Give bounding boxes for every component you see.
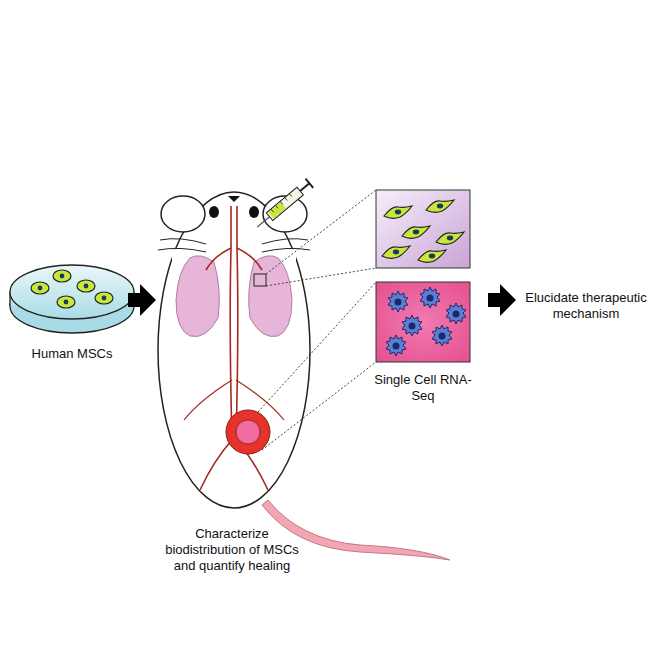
petri-dish [10, 265, 134, 333]
block-arrow [488, 284, 516, 316]
caption-label: Human MSCs [7, 346, 137, 362]
caption-label: Single Cell RNA-Seq [363, 372, 483, 404]
wound-inset [376, 282, 470, 362]
caption-label: Characterize biodistribution of MSCs and… [157, 526, 307, 574]
block-arrow [128, 284, 156, 316]
caption-label: Elucidate therapeutic mechanism [521, 290, 651, 322]
syringe [253, 179, 313, 232]
lung-inset [376, 190, 470, 268]
zoom-lines [258, 190, 376, 450]
